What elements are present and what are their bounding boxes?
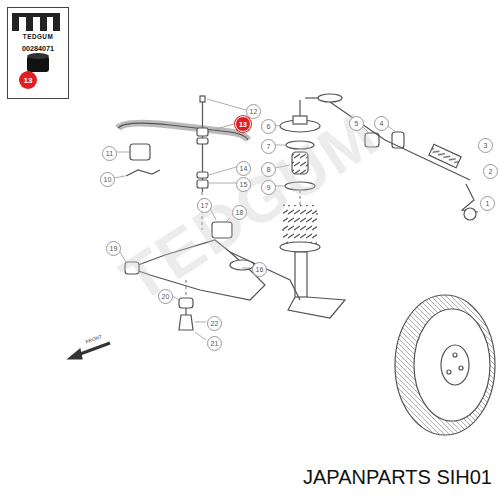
caption: JAPANPARTS SIH01 xyxy=(303,466,492,489)
callout-number: 5 xyxy=(349,116,364,131)
part-number: 00284071 xyxy=(8,44,68,53)
callout-number: 15 xyxy=(236,177,251,192)
callout-number: 20 xyxy=(158,289,173,304)
callout-number: 13 xyxy=(236,121,250,128)
callout-number: 21 xyxy=(207,336,222,351)
highlight-badge: 13 xyxy=(19,71,37,89)
callout-number: 4 xyxy=(374,116,389,131)
callout-number: 17 xyxy=(197,198,212,213)
callout-number: 7 xyxy=(261,139,276,154)
callout-number: 11 xyxy=(102,146,117,161)
callout-number: 16 xyxy=(252,262,267,277)
callout-number: 22 xyxy=(207,316,222,331)
callout-number: 3 xyxy=(478,138,493,153)
callout-number: 18 xyxy=(232,205,247,220)
direction-label: FRONT xyxy=(84,333,102,345)
callout-number: 14 xyxy=(236,161,251,176)
callout-number: 8 xyxy=(261,162,276,177)
callout-number: 1 xyxy=(480,196,495,211)
callout-number: 10 xyxy=(100,172,115,187)
callout-number: 2 xyxy=(483,164,498,179)
callout-number: 9 xyxy=(261,180,276,195)
callout-number: 12 xyxy=(246,104,261,119)
highlight-callout: 13 xyxy=(235,116,251,132)
callout-number: 19 xyxy=(106,241,121,256)
brand-name: TEDGUM xyxy=(8,33,68,40)
part-frame: TEDGUM 00284071 13 xyxy=(7,7,69,99)
callout-number: 6 xyxy=(261,119,276,134)
callout-number: 13 xyxy=(19,76,37,85)
